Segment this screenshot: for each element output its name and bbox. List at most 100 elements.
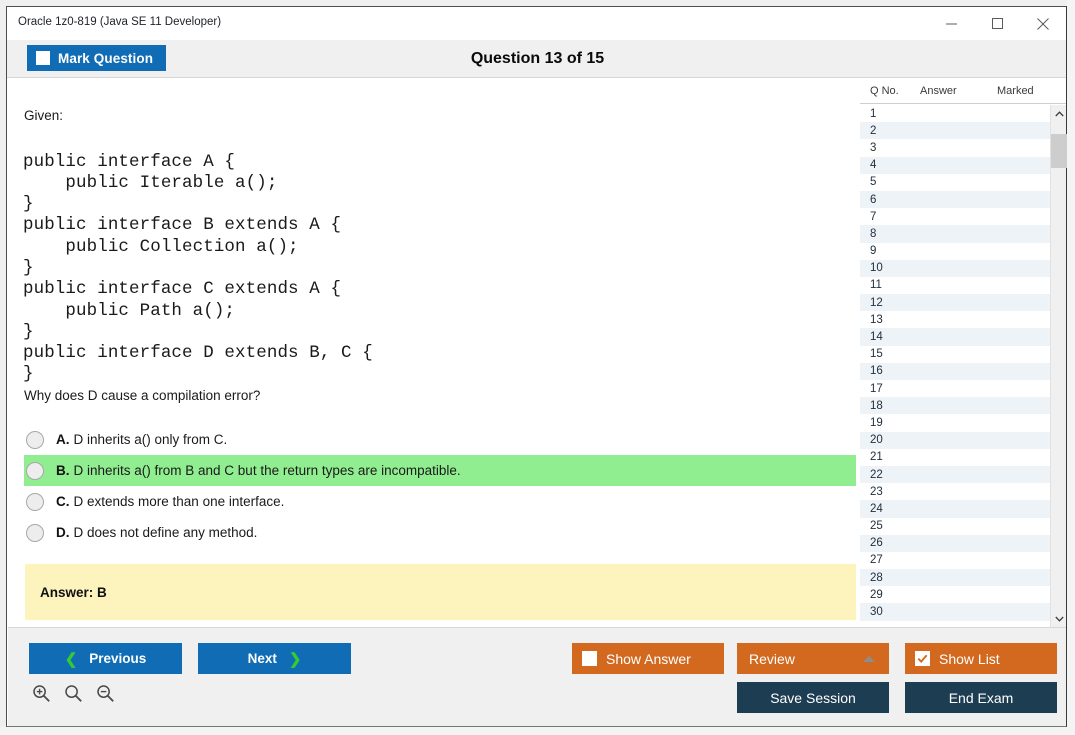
code-snippet: public interface A { public Iterable a()… — [23, 151, 373, 385]
next-label: Next — [247, 651, 277, 666]
end-exam-button[interactable]: End Exam — [905, 682, 1057, 713]
given-label: Given: — [24, 108, 64, 123]
show-list-checkbox[interactable] — [915, 651, 930, 666]
option-c-letter: C. — [56, 494, 70, 509]
question-list-scrollbar[interactable] — [1050, 105, 1067, 627]
question-list-row-number: 22 — [870, 468, 883, 481]
save-session-button[interactable]: Save Session — [737, 682, 889, 713]
question-list-row-number: 19 — [870, 416, 883, 429]
radio-icon-b[interactable] — [26, 461, 44, 480]
question-list-row[interactable]: 8 — [860, 225, 1050, 243]
save-session-label: Save Session — [770, 689, 856, 706]
mark-question-checkbox[interactable] — [36, 51, 50, 65]
question-list-row[interactable]: 5 — [860, 174, 1050, 191]
question-list-row-number: 14 — [870, 331, 883, 344]
radio-icon-a[interactable] — [26, 430, 44, 449]
question-list-row[interactable]: 20 — [860, 431, 1050, 449]
question-list-row-number: 9 — [870, 245, 877, 258]
question-list-row[interactable]: 21 — [860, 449, 1050, 466]
scroll-up-icon[interactable] — [1051, 105, 1067, 122]
question-list-row[interactable]: 19 — [860, 414, 1050, 431]
show-answer-button[interactable]: Show Answer — [572, 643, 724, 674]
question-list-row[interactable]: 24 — [860, 500, 1050, 518]
window-title: Oracle 1z0-819 (Java SE 11 Developer) — [18, 16, 222, 28]
question-list-row-number: 15 — [870, 348, 883, 361]
header-bar: Question 13 of 15 Mark Question — [7, 40, 1066, 78]
answer-text: Answer: B — [40, 585, 107, 600]
close-icon[interactable] — [1020, 7, 1066, 40]
question-list-row[interactable]: 12 — [860, 294, 1050, 312]
question-list-row-number: 30 — [870, 606, 883, 619]
answer-options-list: A. D inherits a() only from C. B. D inhe… — [24, 424, 856, 548]
question-list-row[interactable]: 28 — [860, 569, 1050, 587]
option-a-letter: A. — [56, 432, 70, 447]
option-a[interactable]: A. D inherits a() only from C. — [24, 424, 856, 455]
radio-icon-d[interactable] — [26, 523, 44, 542]
option-d-letter: D. — [56, 525, 70, 540]
previous-label: Previous — [89, 651, 147, 666]
question-list-row[interactable]: 23 — [860, 483, 1050, 500]
question-list-row[interactable]: 9 — [860, 243, 1050, 260]
question-list-row-number: 28 — [870, 571, 883, 584]
window-edge-top — [0, 0, 1075, 6]
question-list-row[interactable]: 11 — [860, 277, 1050, 294]
previous-button[interactable]: ❮ Previous — [29, 643, 182, 674]
review-dropdown[interactable]: Review — [737, 643, 889, 674]
option-b[interactable]: B. D inherits a() from B and C but the r… — [24, 455, 856, 486]
question-list-row[interactable]: 29 — [860, 586, 1050, 603]
question-list-row[interactable]: 7 — [860, 208, 1050, 225]
window-edge-right — [1067, 0, 1075, 735]
question-list-row[interactable]: 30 — [860, 603, 1050, 621]
question-list-row[interactable]: 17 — [860, 380, 1050, 397]
option-c[interactable]: C. D extends more than one interface. — [24, 486, 856, 517]
question-list-row[interactable]: 16 — [860, 362, 1050, 380]
minimize-icon[interactable] — [928, 7, 974, 40]
option-b-text: D inherits a() from B and C but the retu… — [73, 463, 461, 478]
zoom-reset-icon[interactable] — [64, 684, 83, 708]
question-list-row[interactable]: 25 — [860, 518, 1050, 535]
chevron-up-icon — [863, 655, 875, 662]
title-bar: Oracle 1z0-819 (Java SE 11 Developer) — [7, 7, 1066, 40]
question-list-row-number: 16 — [870, 365, 883, 378]
question-list-row[interactable]: 13 — [860, 311, 1050, 328]
question-list-row-number: 24 — [870, 502, 883, 515]
question-list-row[interactable]: 27 — [860, 552, 1050, 569]
answer-panel: Answer: B — [25, 564, 856, 620]
question-list-row[interactable]: 15 — [860, 346, 1050, 363]
zoom-out-icon[interactable] — [96, 684, 115, 708]
question-list-row-number: 1 — [870, 107, 877, 120]
question-list-row[interactable]: 14 — [860, 328, 1050, 346]
question-list-row[interactable]: 2 — [860, 122, 1050, 140]
question-list-row[interactable]: 3 — [860, 139, 1050, 156]
question-list-row[interactable]: 10 — [860, 259, 1050, 277]
next-button[interactable]: Next ❯ — [198, 643, 351, 674]
question-list-row-number: 23 — [870, 485, 883, 498]
question-content: Given: public interface A { public Itera… — [8, 79, 859, 627]
question-list-row[interactable]: 18 — [860, 397, 1050, 415]
zoom-in-icon[interactable] — [32, 684, 51, 708]
question-list-row-number: 25 — [870, 520, 883, 533]
question-list-row[interactable]: 4 — [860, 156, 1050, 174]
question-list-row[interactable]: 1 — [860, 105, 1050, 122]
chevron-left-icon: ❮ — [64, 650, 78, 668]
application-window: Oracle 1z0-819 (Java SE 11 Developer) Qu… — [6, 6, 1067, 727]
question-list-row[interactable]: 22 — [860, 465, 1050, 484]
question-list-row[interactable]: 6 — [860, 190, 1050, 209]
question-list-row-number: 18 — [870, 399, 883, 412]
question-list-row[interactable]: 26 — [860, 534, 1050, 552]
scroll-down-icon[interactable] — [1051, 610, 1067, 627]
question-list-row-number: 5 — [870, 176, 877, 189]
show-list-button[interactable]: Show List — [905, 643, 1057, 674]
zoom-toolbar — [32, 684, 115, 708]
radio-icon-c[interactable] — [26, 492, 44, 511]
question-list-row-number: 21 — [870, 451, 883, 464]
question-list-row-number: 4 — [870, 159, 877, 172]
show-answer-checkbox[interactable] — [582, 651, 597, 666]
option-a-text: D inherits a() only from C. — [73, 432, 228, 447]
scrollbar-thumb[interactable] — [1051, 134, 1067, 168]
mark-question-button[interactable]: Mark Question — [27, 45, 167, 71]
option-d[interactable]: D. D does not define any method. — [24, 517, 856, 548]
maximize-icon[interactable] — [974, 7, 1020, 40]
